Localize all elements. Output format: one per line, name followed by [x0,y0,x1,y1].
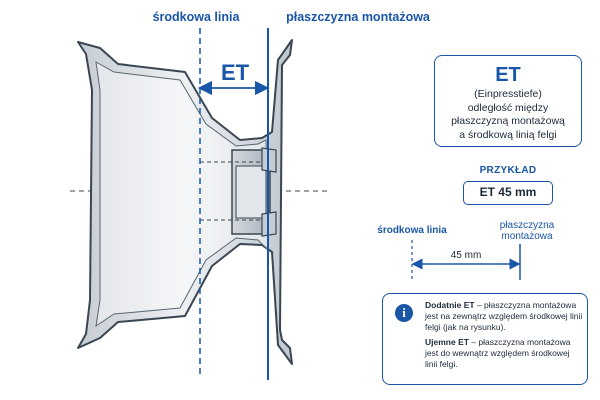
et-arrow-label: ET [221,60,250,85]
example-plane-label-1: płaszczyzna [500,220,555,231]
negative-et-text: – płaszczyzna montażowa jest do wewnątrz… [425,337,571,369]
example-value-box: ET 45 mm [463,181,553,205]
positive-et-note: Dodatnie ET – płaszczyzna montażowa jest… [425,300,583,333]
example-plane-label-2: montażowa [501,231,553,242]
et-definition-line-3: a środkową linią felgi [459,128,557,141]
info-icon: i [395,304,413,322]
info-box: i Dodatnie ET – płaszczyzna montażowa je… [382,293,588,385]
wheel-hub [231,147,277,237]
info-text: Dodatnie ET – płaszczyzna montażowa jest… [425,300,583,374]
rim-barrel [77,39,293,365]
mounting-plane-label: płaszczyzna montażowa [286,10,431,24]
et-definition-title: ET [495,64,521,86]
example-distance-label: 45 mm [451,250,482,261]
negative-et-title: Ujemne ET [425,337,469,347]
example-center-label: środkowa linia [377,225,447,236]
example-heading: PRZYKŁAD [479,165,537,176]
center-line-label: środkowa linia [153,10,241,24]
et-definition-line-2: płaszczyzną montażową [451,115,565,127]
et-definition-line-1: odległość między [467,101,549,114]
negative-et-note: Ujemne ET – płaszczyzna montażowa jest d… [425,337,583,370]
et-definition-subtitle: (Einpresstiefe) [474,88,542,100]
positive-et-text: – płaszczyzna montażowa jest na zewnątrz… [425,300,583,332]
et-definition-box: ET (Einpresstiefe) odległość między płas… [434,55,582,147]
example-measurement: środkowa linia płaszczyzna montażowa 45 … [377,220,555,280]
positive-et-title: Dodatnie ET [425,300,475,310]
